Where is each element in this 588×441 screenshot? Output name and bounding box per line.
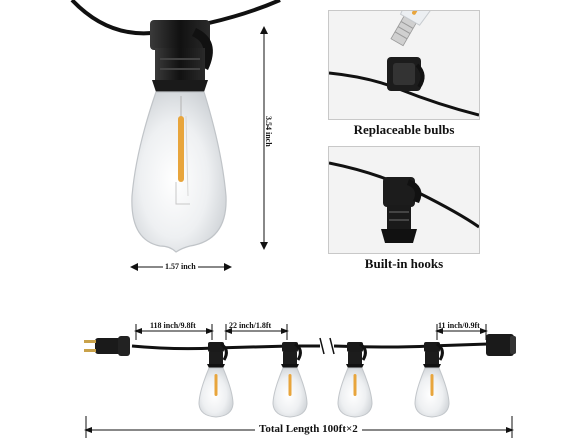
segment-label-1: 118 inch/9.8ft [150, 321, 196, 330]
built-in-hooks-panel [328, 146, 480, 254]
height-label: 3.54 inch [264, 116, 273, 147]
segment-arrow-2 [224, 328, 289, 334]
width-label: 1.57 inch [163, 262, 198, 271]
segment-arrow-3 [435, 328, 488, 334]
segment-label-3: 11 inch/0.9ft [438, 321, 480, 330]
cable-break-mark [319, 337, 335, 355]
female-plug [486, 334, 516, 356]
replaceable-bulb-image [329, 11, 479, 117]
height-dimension-arrow [260, 26, 268, 250]
segment-label-2: 22 inch/1.8ft [229, 321, 272, 330]
bulb-filament [178, 116, 184, 182]
string-bulb-1 [198, 342, 234, 418]
male-plug [84, 336, 130, 356]
built-in-hook-image [329, 161, 479, 243]
bulb-socket [150, 20, 213, 92]
built-in-hooks-caption: Built-in hooks [364, 256, 444, 271]
string-bulb-4 [414, 342, 450, 418]
main-bulb-illustration [70, 0, 281, 271]
segment-arrow-1 [134, 328, 214, 334]
replaceable-bulbs-panel [328, 10, 480, 120]
string-bulb-3 [337, 342, 373, 418]
string-bulb-2 [272, 342, 308, 418]
string-light-diagram [84, 324, 516, 438]
total-length-label: Total Length 100ft×2 [255, 423, 362, 435]
replaceable-bulbs-caption: Replaceable bulbs [353, 122, 455, 137]
